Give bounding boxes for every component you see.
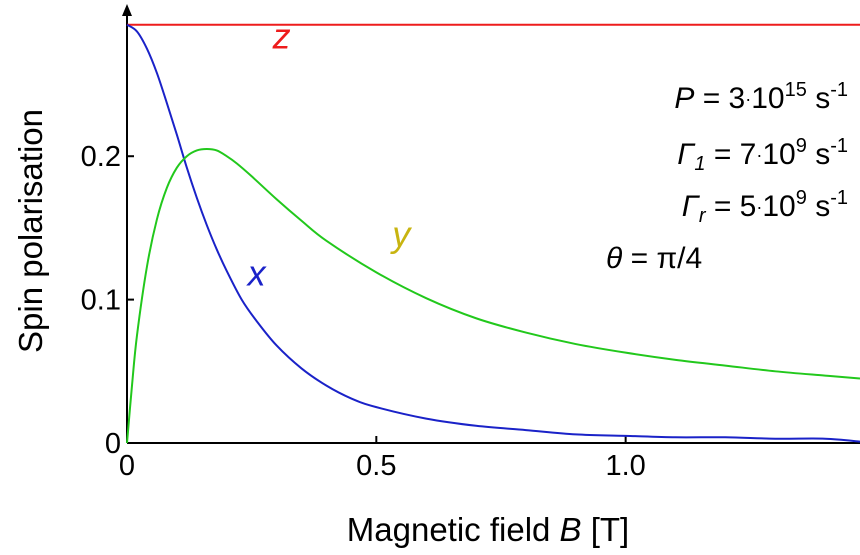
y-tick-label: 0.1 [81,285,121,317]
x-tick-label: 0.5 [356,450,396,482]
curve-label-z: z [272,16,291,57]
y-axis-label: Spin polarisation [12,109,49,353]
y-tick-label: 0 [105,428,121,460]
series-x-line [126,23,860,443]
annotation-gamma-r: Γr = 5·109 s-1 [681,187,848,227]
curve-label-x: x [246,252,268,293]
x-axis-label: Magnetic field B [T] [347,511,629,548]
curve-label-y: y [389,214,412,255]
annotation-gamma-1: Γ1 = 7·109 s-1 [677,135,848,175]
x-tick-label: 1.0 [605,450,645,482]
annotation-p: P = 3·1015 s-1 [674,79,848,115]
y-tick-label: 0.2 [81,141,121,173]
series-y-line [126,148,860,444]
annotation-theta: θ = π/4 [606,242,703,275]
y-axis-arrow [122,4,132,16]
x-tick-label: 0 [119,450,135,482]
